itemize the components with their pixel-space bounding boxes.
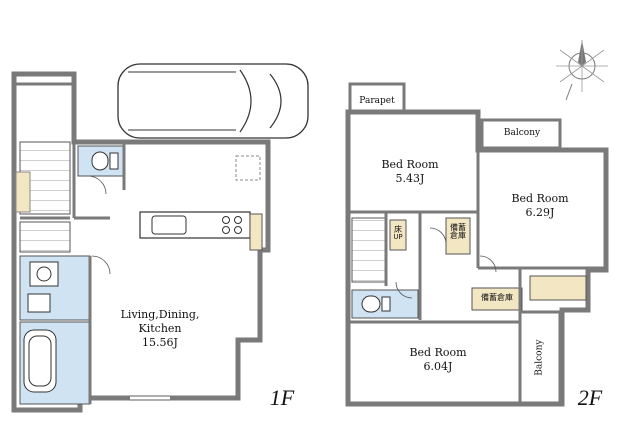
storage-2-label: 備蓄倉庫 [481,293,513,302]
storage-2 [471,287,523,311]
car-icon [117,63,309,139]
balcony-top [480,118,562,150]
bedroom-c-size: 6.04J [423,359,453,373]
floor-1-label: 1F [269,385,295,410]
second-floor-outer-wall [345,109,609,407]
kitchen-sink-icon [151,215,187,235]
bedroom-c-name: Bed Room [409,346,467,359]
parapet [348,82,406,114]
storage-1-label: 備蓄 倉庫 [446,223,470,241]
ldk-size: 15.56J [142,335,178,349]
floor-hatch-up: UP [393,233,403,242]
floor-2-label: 2F [577,385,603,410]
floor-hatch-label: 床 UP [390,225,406,242]
bedroom-b-size: 6.29J [525,205,555,219]
bedroom-c-label: Bed Room 6.04J [388,346,488,374]
toilet-icon [91,151,119,171]
toilet-icon [361,295,391,313]
stove-icon [222,216,242,234]
balcony-side-label: Balcony [534,339,545,376]
ldk-name-line1: Living,Dining, [120,308,200,321]
bathtub-icon [23,329,57,393]
bedroom-b-label: Bed Room 6.29J [490,192,590,220]
washbasin-icon [29,261,59,287]
bedroom-b-name: Bed Room [511,192,569,205]
floor-hatch [389,219,407,251]
second-floor-stair [351,217,387,283]
parapet-label: Parapet [359,96,395,106]
storage-1 [445,217,471,255]
bedroom-a-name: Bed Room [381,158,439,171]
compass-icon [556,40,608,101]
storage-1-line1: 備蓄 [450,223,466,232]
bedroom-a-label: Bed Room 5.43J [360,158,460,186]
ldk-label: Living,Dining, Kitchen 15.56J [100,308,220,349]
entrance-storage [15,171,31,213]
bedroom-a-size: 5.43J [395,171,425,185]
floor-hatch-kanji: 床 [394,225,402,234]
second-floor [345,82,609,407]
kitchen-counter [139,211,251,239]
storage-1-line2: 倉庫 [450,231,466,241]
balcony-top-label: Balcony [503,128,541,138]
first-floor [11,71,271,413]
ldk-name-line2: Kitchen [138,321,182,335]
